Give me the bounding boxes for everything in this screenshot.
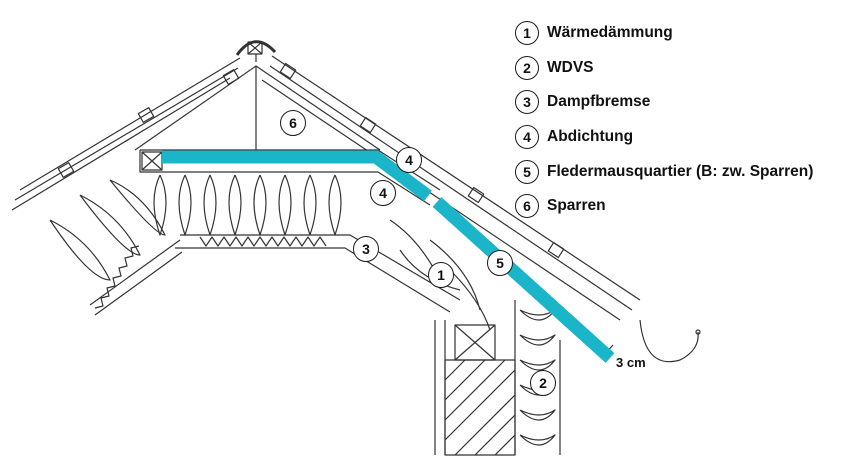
legend-item: 1 Wärmedämmung <box>515 16 813 51</box>
legend-number: 1 <box>515 21 539 46</box>
callout-2: 2 <box>530 370 556 396</box>
legend-item: 2 WDVS <box>515 51 813 86</box>
legend-label: WDVS <box>547 58 594 76</box>
gutter-hook <box>639 319 699 363</box>
roof-tiles-left <box>11 57 241 211</box>
callout-5: 5 <box>487 250 513 276</box>
callout-3: 3 <box>353 236 379 262</box>
ridge-batten <box>247 41 263 55</box>
legend-label: Abdichtung <box>547 128 634 146</box>
legend-label: Dampfbremse <box>547 93 651 111</box>
insulation-top <box>153 174 342 236</box>
masonry <box>444 359 516 456</box>
ceiling-boards <box>175 234 461 313</box>
insulation-left <box>49 179 166 281</box>
legend-number: 6 <box>515 194 539 219</box>
legend-label: Fledermausquartier (B: zw. Sparren) <box>547 162 814 180</box>
legend-number: 4 <box>515 125 539 150</box>
legend-number: 3 <box>515 90 539 115</box>
callout-4-lower: 4 <box>370 180 396 206</box>
legend: 1 Wärmedämmung 2 WDVS 3 Dampfbremse 4 Ab… <box>515 16 813 224</box>
legend-label: Sparren <box>547 197 606 215</box>
legend-number: 2 <box>515 55 539 80</box>
collar-beam <box>139 149 441 206</box>
insulation-right <box>389 219 491 331</box>
legend-item: 6 Sparren <box>515 189 813 224</box>
callout-6: 6 <box>280 110 306 136</box>
bat-roost-channel <box>162 150 432 202</box>
callout-4-upper: 4 <box>396 147 422 173</box>
legend-label: Wärmedämmung <box>547 24 673 42</box>
legend-item: 3 Dampfbremse <box>515 85 813 120</box>
bat-roost-channel-slope <box>432 197 615 363</box>
legend-number: 5 <box>515 159 539 184</box>
dimension-label: 3 cm <box>616 355 646 370</box>
legend-item: 5 Fledermausquartier (B: zw. Sparren) <box>515 154 813 189</box>
legend-item: 4 Abdichtung <box>515 120 813 155</box>
callout-1: 1 <box>428 262 454 288</box>
